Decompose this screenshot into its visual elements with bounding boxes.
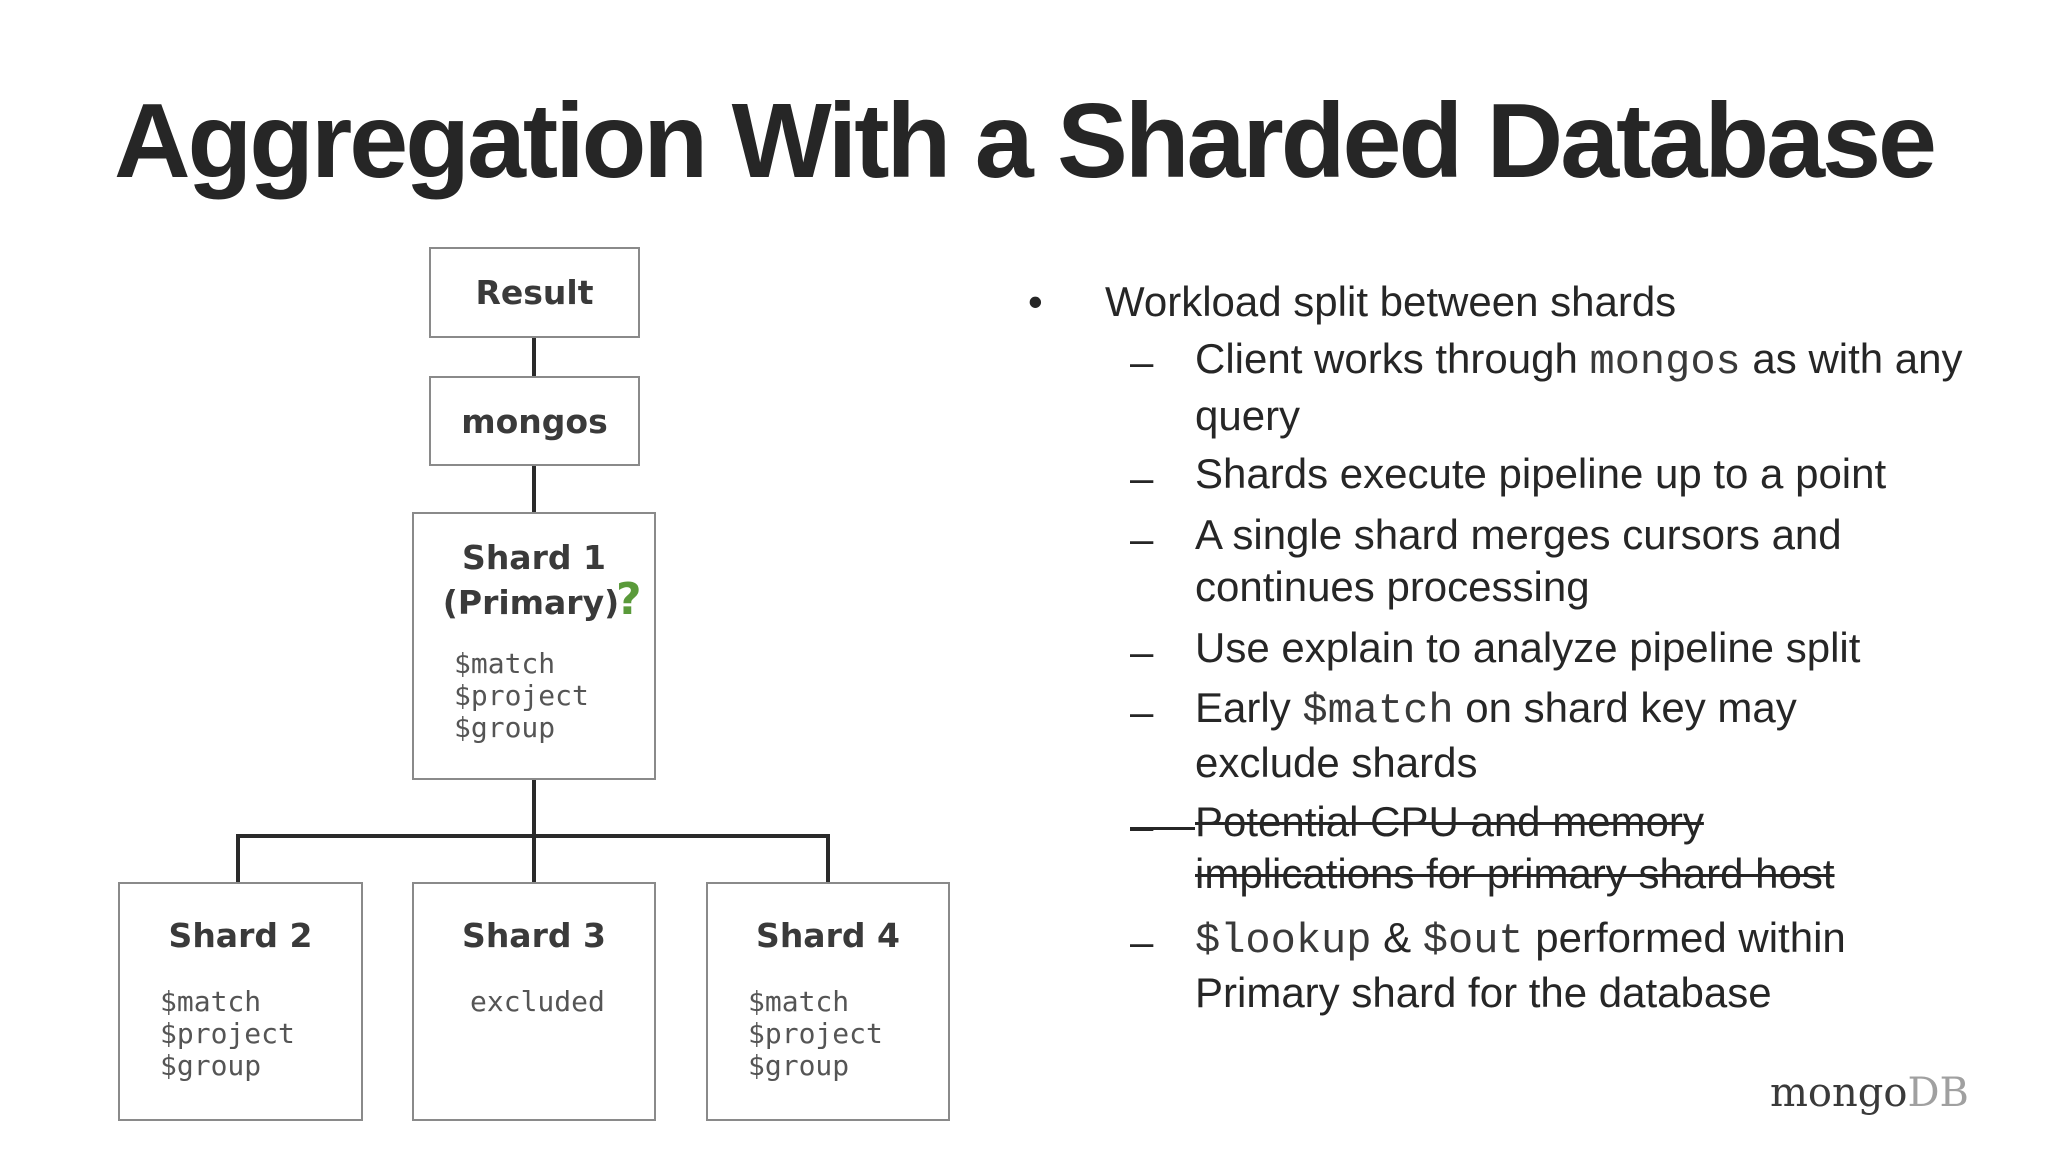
bullet-marker: • — [1028, 278, 1043, 325]
shard1-primary-label: (Primary) — [442, 583, 620, 622]
shard4-title: Shard 4 — [756, 916, 900, 955]
shard1-subtitle: (Primary) — [408, 583, 654, 622]
code-text: $match — [1302, 687, 1454, 735]
question-mark-icon: ? — [616, 574, 642, 625]
text-part: & — [1371, 914, 1423, 961]
dash-marker: – — [1130, 628, 1154, 675]
slide-title: Aggregation With a Sharded Database — [113, 82, 1937, 200]
shard3-box: Shard 3 excluded — [412, 882, 656, 1121]
strike-line — [1130, 827, 1195, 830]
text-part: as with any query — [1195, 335, 1963, 439]
text-part: Client works through — [1195, 335, 1590, 382]
dash-marker: – — [1130, 454, 1154, 501]
code-text: $out — [1422, 917, 1524, 965]
shard2-stages: $match $project $group — [160, 986, 295, 1082]
sub-bullet-text: Potential CPU and memory implications fo… — [1195, 798, 1835, 897]
dash-marker: – — [1130, 338, 1154, 385]
sub-bullet-text: $lookup & $out performed within Primary … — [1195, 912, 1895, 1019]
stage: $project — [160, 1017, 295, 1050]
logo-mongo: mongo — [1770, 1070, 1908, 1116]
shard1-title: Shard 1 — [462, 538, 606, 577]
shard4-box: Shard 4 $match $project $group — [706, 882, 950, 1121]
mongos-label: mongos — [461, 402, 608, 441]
stage: $project — [748, 1017, 883, 1050]
shard1-stages: $match $project $group — [454, 648, 589, 744]
stage: $match — [160, 985, 262, 1018]
stage: $group — [454, 711, 556, 744]
code-text: mongos — [1589, 338, 1741, 386]
sub-bullet-text: Shards execute pipeline up to a point — [1195, 450, 1887, 497]
sub-bullet-text: Early $match on shard key may exclude sh… — [1195, 682, 1875, 789]
dash-marker: – — [1130, 802, 1154, 849]
stage: $group — [160, 1049, 262, 1082]
sub-bullet-text: A single shard merges cursors and contin… — [1195, 511, 1842, 610]
shard3-title: Shard 3 — [462, 916, 606, 955]
mongos-box: mongos — [429, 376, 640, 466]
result-label: Result — [475, 273, 594, 312]
logo-db: DB — [1907, 1070, 1969, 1116]
shard4-stages: $match $project $group — [748, 986, 883, 1082]
dash-marker: – — [1130, 918, 1154, 965]
sub-bullet-text: Use explain to analyze pipeline split — [1195, 624, 1861, 671]
code-text: $lookup — [1195, 917, 1372, 965]
dash-marker: – — [1130, 515, 1154, 562]
stage: $match — [454, 647, 556, 680]
main-bullet-text: Workload split between shards — [1105, 278, 1677, 325]
stage: $match — [748, 985, 850, 1018]
mongodb-logo: mongoDB — [1770, 1070, 1969, 1116]
stage: $group — [748, 1049, 850, 1082]
text-part: Early — [1195, 684, 1303, 731]
text-part: on shard key may exclude shards — [1195, 684, 1797, 786]
text-part: performed within Primary shard for the d… — [1195, 914, 1846, 1016]
shard3-note: excluded — [470, 985, 605, 1018]
dash-marker: – — [1130, 688, 1154, 735]
shard1-box: Shard 1 (Primary) ? $match $project $gro… — [412, 512, 656, 780]
sub-bullet-text: Client works through mongos as with any … — [1195, 332, 1975, 443]
result-box: Result — [429, 247, 640, 338]
stage: $project — [454, 679, 589, 712]
shard2-box: Shard 2 $match $project $group — [118, 882, 363, 1121]
shard2-title: Shard 2 — [168, 916, 313, 955]
